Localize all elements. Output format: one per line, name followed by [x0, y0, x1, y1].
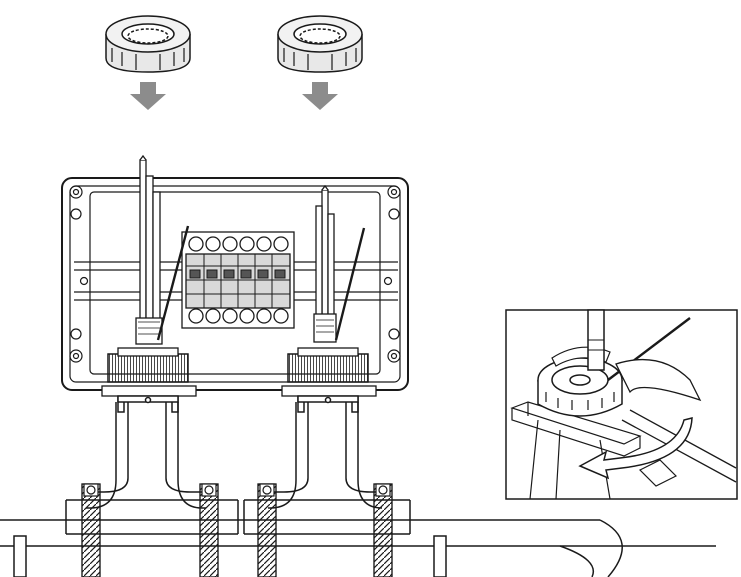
down-arrow-icon [302, 82, 338, 110]
corner-screw [69, 185, 401, 363]
cable-tie [13, 535, 447, 577]
cable-gland-right [281, 347, 377, 397]
cable-cores-left [135, 154, 190, 345]
down-arrow-icon [130, 82, 166, 110]
hose-clamp [373, 483, 393, 577]
cable-gland-left [101, 347, 197, 397]
gland-nut-left [105, 15, 191, 110]
nut-icon [277, 15, 363, 73]
mounting-bracket-right [268, 395, 383, 509]
hose-clamp [199, 483, 219, 577]
nut-icon [105, 15, 191, 73]
terminal-block [181, 231, 295, 329]
pipe [0, 519, 716, 577]
hose-clamps [65, 483, 411, 577]
rotation-arrow-icon [578, 417, 693, 480]
mounting-bracket-left [86, 395, 206, 509]
cable-cores-right [313, 184, 366, 343]
hose-clamp [257, 483, 277, 577]
gland-nut-right [277, 15, 363, 110]
inset-detail [505, 309, 738, 500]
hose-clamp [81, 483, 101, 577]
terminal-screw-row-bottom [188, 308, 289, 324]
terminal-screw-row-top [188, 236, 289, 252]
